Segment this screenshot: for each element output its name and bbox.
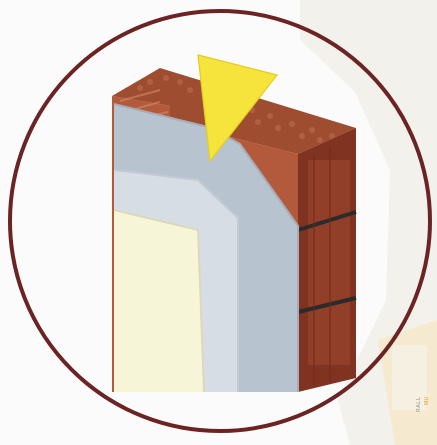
triangle-marker [197,54,279,163]
circle-frame [8,9,432,433]
package-text-line-1: MU [424,396,430,405]
finish-coat [114,210,204,392]
package-text-line-2: RALL [416,396,422,412]
background-package [300,0,437,445]
